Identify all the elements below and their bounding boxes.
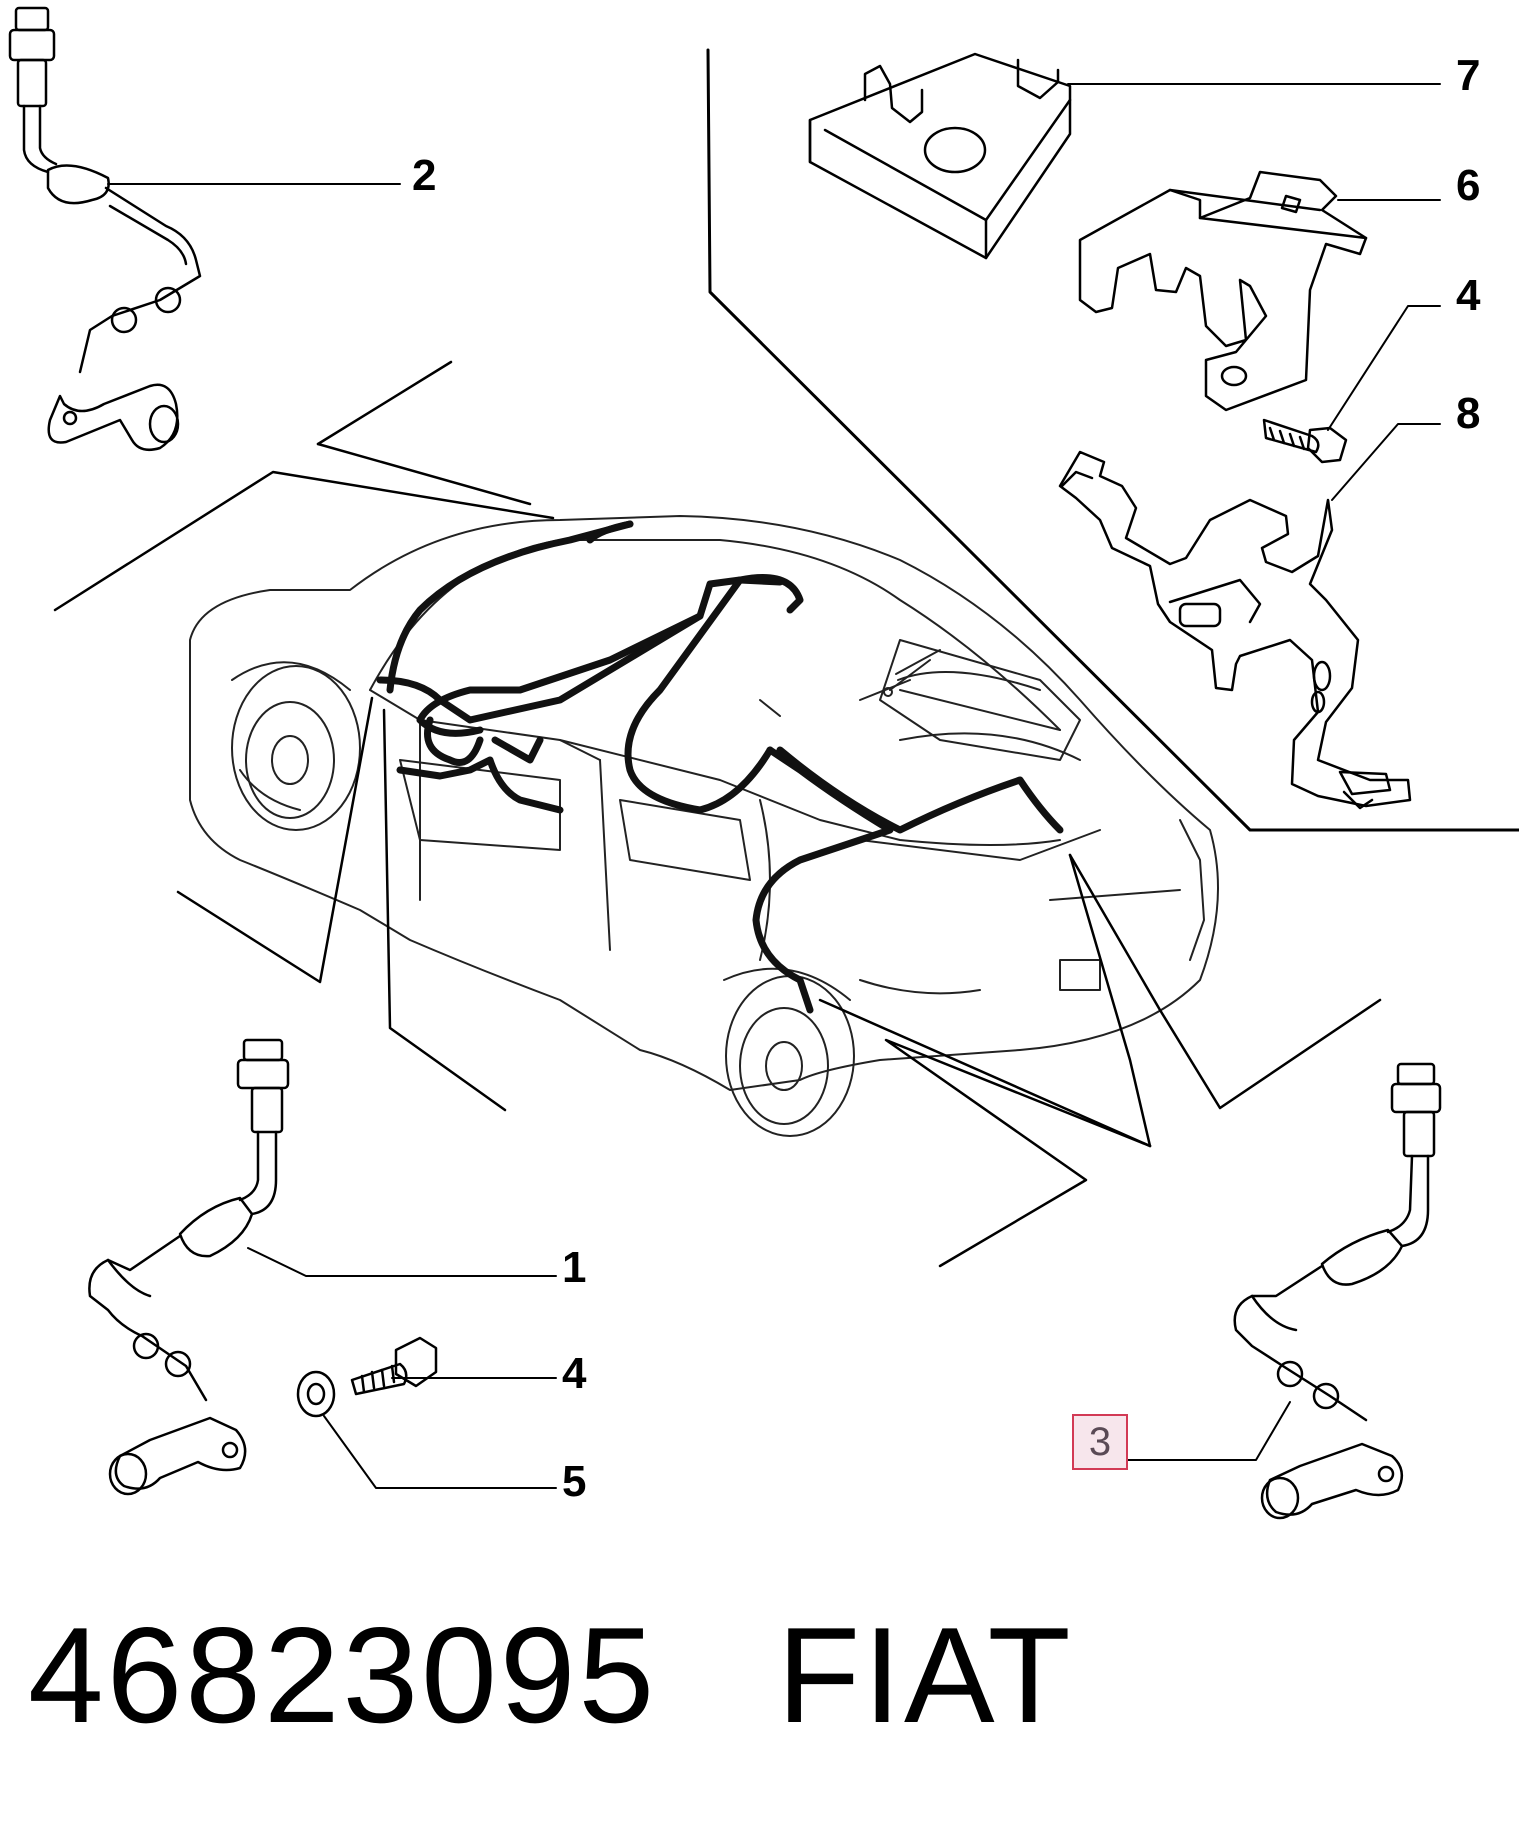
car-leaders [53,360,1382,1268]
leader-5 [323,1415,557,1489]
part-4-bolt-upper [1262,418,1348,464]
callout-1: 1 [562,1243,587,1292]
leader-3 [1127,1401,1291,1461]
callout-4-lower: 4 [562,1349,587,1398]
callout-3-highlighted: 3 [1072,1414,1128,1470]
callout-6: 6 [1456,161,1481,210]
callout-2: 2 [412,151,437,200]
wiring-harness [376,520,1064,1014]
part-number: 46823095 [28,1599,658,1751]
part-7-bracket [808,52,1072,260]
part-8-bracket [1058,450,1412,810]
section-divider [706,48,1519,832]
part-6-bracket [1078,170,1368,412]
callout-5: 5 [562,1457,587,1506]
part-1-sensor-cable [88,1038,290,1496]
footer: 46823095 FIAT [28,1595,1074,1755]
leader-8 [1331,423,1441,501]
part-4-bolt-lower [350,1336,438,1396]
part-2-sensor-cable [8,6,202,451]
leader-1 [247,1247,557,1277]
callout-8: 8 [1456,389,1481,438]
part-3-sensor-cable [1233,1062,1442,1520]
callout-4-upper: 4 [1456,271,1481,320]
callout-7: 7 [1456,51,1481,100]
part-5-washer [296,1370,336,1418]
leader-4-upper [1327,305,1441,431]
brand-name: FIAT [777,1599,1074,1751]
